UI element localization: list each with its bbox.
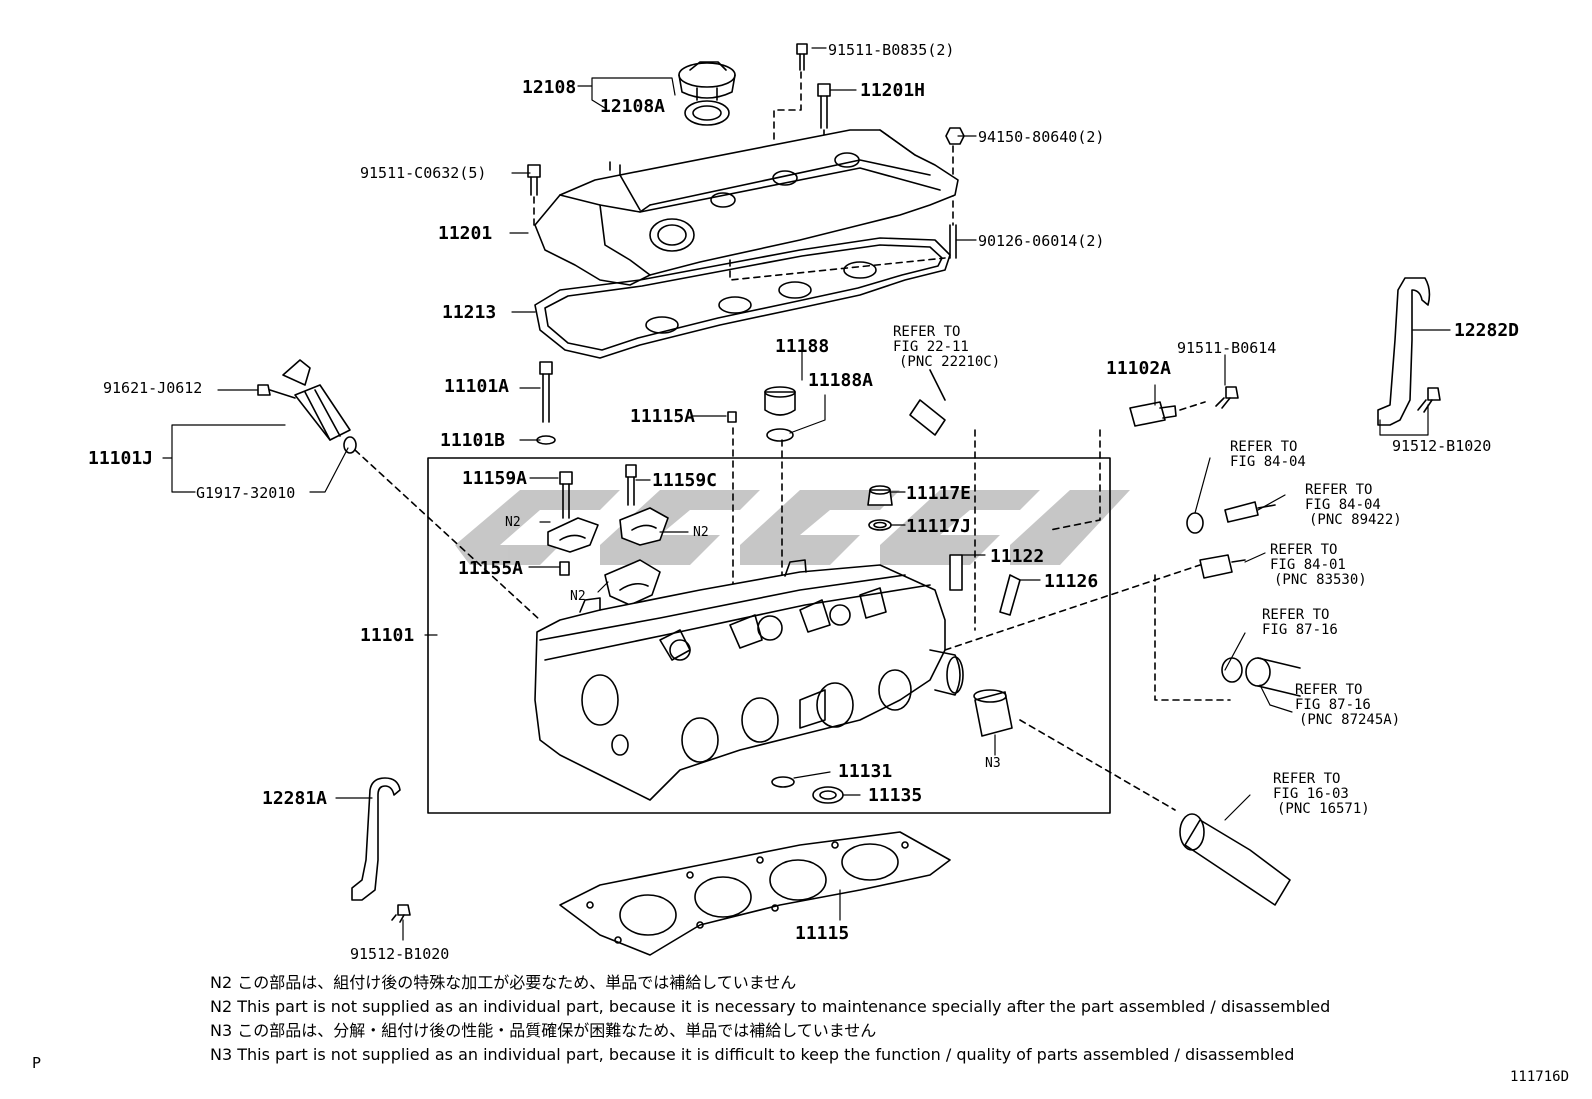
diagram-id: 111716D [1510, 1069, 1570, 1085]
label-12281a: 12281A [262, 788, 328, 809]
label-11115a: 11115A [630, 406, 696, 427]
label-12282d: 12282D [1454, 320, 1520, 341]
label-11101: 11101 [360, 625, 415, 646]
bracket-12281a [351, 777, 401, 901]
label-91511-b0614: 91511-B0614 [1177, 339, 1277, 357]
label-11188: 11188 [775, 336, 830, 357]
label-91511-b0835: 91511-B0835(2) [828, 41, 955, 59]
bolt-11159a [559, 471, 573, 519]
leader-dashed-right [1154, 574, 1231, 701]
label-11102a: 11102A [1106, 358, 1172, 379]
pin-11115a [727, 411, 737, 423]
label-11159a: 11159A [462, 468, 528, 489]
seal-11135 [812, 786, 844, 804]
corner-mark: P [32, 1054, 42, 1072]
pin-11122 [949, 554, 963, 591]
label-11159c: 11159C [652, 470, 718, 491]
oil-cap [678, 61, 736, 126]
label-91512-b1020-left: 91512-B1020 [350, 945, 450, 963]
leader-dashed-head [944, 564, 1201, 811]
bolt-91511-b0835 [796, 43, 808, 71]
pin-11126 [999, 574, 1021, 616]
label-11188a: 11188A [808, 370, 874, 391]
plug-n3 [973, 689, 1013, 737]
bracket-12282d [1377, 277, 1431, 426]
cam-cap-c [604, 559, 661, 606]
note-n2-jp: N2 この部品は、組付け後の特殊な加工が必要なため、単品では補給していません [210, 973, 797, 992]
nut-94150 [945, 127, 965, 145]
label-11115: 11115 [795, 923, 850, 944]
label-94150-80640: 94150-80640(2) [978, 128, 1105, 146]
head-gasket [559, 831, 951, 956]
label-leaders [162, 47, 1451, 941]
note-n3-en: N3 This part is not supplied as an indiv… [210, 1045, 1295, 1064]
label-11213: 11213 [442, 302, 497, 323]
leader-dashed-cover [729, 257, 946, 281]
cam-cap-b [619, 507, 669, 546]
label-12108: 12108 [522, 77, 577, 98]
plug-11188 [764, 386, 796, 442]
label-91512-b1020-right: 91512-B1020 [1392, 437, 1492, 455]
leader-dashed-ocv [354, 449, 541, 621]
label-11201: 11201 [438, 223, 493, 244]
stud-90126 [949, 224, 957, 259]
cylinder-head [534, 559, 964, 801]
label-91511-c0632: 91511-C0632(5) [360, 164, 487, 182]
label-11126: 11126 [1044, 571, 1099, 592]
label-12108a: 12108A [600, 96, 666, 117]
label-n2-b: N2 [693, 525, 709, 540]
hose-22-11 [909, 369, 946, 436]
sensor-84-01 [1199, 554, 1246, 579]
plug-11117e [867, 485, 893, 506]
label-11101b: 11101B [440, 430, 506, 451]
valve-cover [534, 129, 959, 286]
label-11101a: 11101A [444, 376, 510, 397]
stud-11201h [817, 83, 831, 129]
label-11122: 11122 [990, 546, 1045, 567]
label-11155a: 11155A [458, 558, 524, 579]
leader-dashed-sensor [1049, 401, 1206, 531]
bolt-11101a [536, 361, 556, 445]
sensor-84-04 [1186, 501, 1276, 534]
ocv-valve-11101j [257, 359, 357, 454]
label-11117e: 11117E [906, 483, 972, 504]
bolt-91512-b1020-left [391, 904, 411, 923]
bolt-11159c [625, 464, 637, 506]
hose-clamp-87-16 [1221, 657, 1301, 697]
bolt-91511-b0614 [1215, 386, 1239, 409]
label-90126-06014: 90126-06014(2) [978, 232, 1105, 250]
label-n2-a: N2 [505, 515, 521, 530]
hose-16-03 [1179, 813, 1291, 906]
leader-dashed-mid [732, 427, 976, 631]
label-11117j: 11117J [906, 516, 972, 537]
label-n3: N3 [985, 756, 1001, 771]
label-g1917-32010: G1917-32010 [196, 484, 296, 502]
label-11201h: 11201H [860, 80, 926, 101]
label-11101j: 11101J [88, 448, 154, 469]
label-n2-c: N2 [570, 589, 586, 604]
seal-11131 [771, 776, 795, 788]
note-n2-en: N2 This part is not supplied as an indiv… [210, 997, 1331, 1016]
valve-cover-gasket [534, 237, 951, 359]
note-n3-jp: N3 この部品は、分解・組付け後の性能・品質確保が困難なため、単品では補給してい… [210, 1021, 877, 1040]
gasket-11117j [868, 519, 892, 531]
cam-cap-a [547, 517, 599, 553]
label-91621-j0612: 91621-J0612 [103, 379, 203, 397]
bolt-91511-c0632 [527, 164, 541, 196]
label-11135: 11135 [868, 785, 923, 806]
bolt-91512-b1020-right [1417, 387, 1441, 413]
label-11131: 11131 [838, 761, 893, 782]
sensor-11102a [1129, 401, 1177, 427]
pin-11155a [559, 561, 570, 576]
